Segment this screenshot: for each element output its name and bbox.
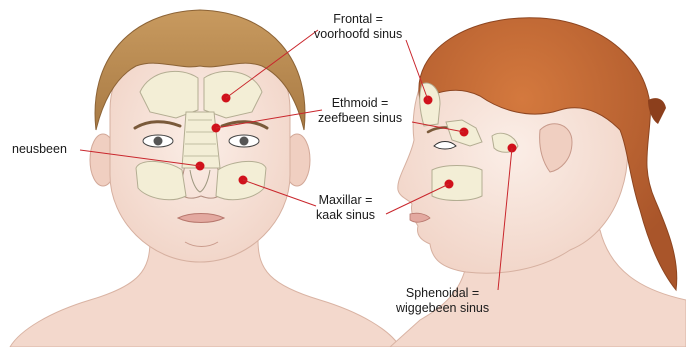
label-sphenoidal: Sphenoidal = wiggebeen sinus [396, 286, 489, 316]
front-view-head [10, 10, 400, 347]
label-frontal-line2: voorhoofd sinus [314, 27, 402, 42]
label-ethmoid: Ethmoid = zeefbeen sinus [318, 96, 402, 126]
label-maxillar-line1: Maxillar = [316, 193, 375, 208]
label-neusbeen: neusbeen [12, 142, 67, 157]
label-neusbeen-text: neusbeen [12, 142, 67, 157]
label-maxillar-line2: kaak sinus [316, 208, 375, 223]
label-sphenoidal-line2: wiggebeen sinus [396, 301, 489, 316]
label-frontal-line1: Frontal = [314, 12, 402, 27]
label-ethmoid-line1: Ethmoid = [318, 96, 402, 111]
label-sphenoidal-line1: Sphenoidal = [396, 286, 489, 301]
label-maxillar: Maxillar = kaak sinus [316, 193, 375, 223]
maxillary-sinus-side [432, 166, 482, 201]
label-frontal: Frontal = voorhoofd sinus [314, 12, 402, 42]
label-ethmoid-line2: zeefbeen sinus [318, 111, 402, 126]
